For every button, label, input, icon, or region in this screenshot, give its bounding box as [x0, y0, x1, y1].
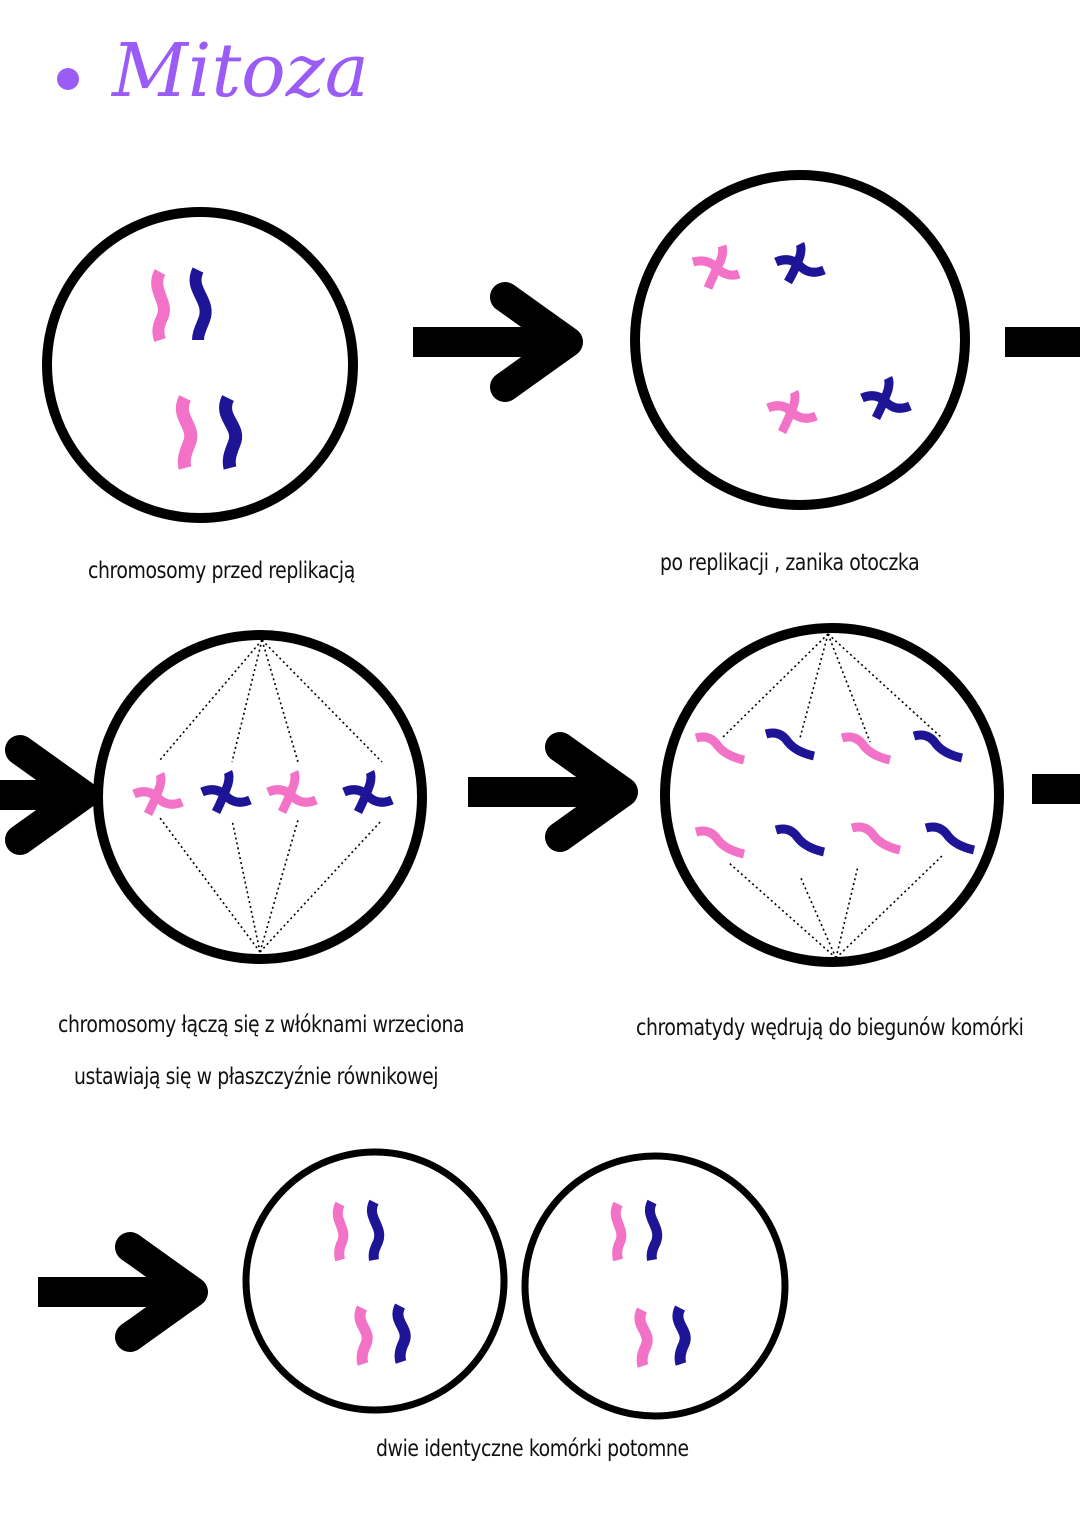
caption-stage-3-line-2: ustawiają się w płaszczyźnie równikowej — [74, 1064, 439, 1090]
chromosome-pink — [332, 1201, 349, 1262]
chromatid-pink — [694, 826, 746, 859]
chromosome-pink — [610, 1201, 627, 1262]
cell-metaphase — [93, 630, 427, 964]
daughter-cell-left — [242, 1148, 508, 1414]
replicated-chromosome-blue — [774, 241, 826, 285]
replicated-chromosome-pink — [766, 389, 818, 435]
chromosome-blue — [189, 267, 212, 341]
caption-stage-3-line-1: chromosomy łączą się z włóknami wrzecion… — [58, 1012, 465, 1038]
title-bullet — [57, 68, 79, 90]
cell-before-replication — [42, 207, 358, 523]
arrow-right-icon — [413, 282, 583, 402]
spindle-fibers — [159, 639, 383, 953]
caption-stage-2: po replikacji , zanika otoczka — [660, 550, 920, 576]
arrow-right-icon — [38, 1232, 208, 1352]
spindle-fibers — [721, 633, 943, 959]
chromosome-pink — [354, 1305, 373, 1366]
chromosome-pink — [175, 395, 198, 470]
arrow-right-icon — [468, 732, 638, 852]
chromatid-blue — [924, 822, 976, 855]
caption-stage-5: dwie identyczne komórki potomne — [376, 1436, 689, 1462]
cell-anaphase — [660, 623, 1004, 967]
chromatid-blue — [774, 824, 826, 857]
arrow-right-icon — [0, 735, 98, 855]
chromosome-blue — [645, 1199, 663, 1261]
replicated-chromosome-pink — [691, 244, 741, 290]
chromosome-blue — [219, 395, 243, 470]
chromatid-pink — [694, 732, 746, 765]
metaphase-chromosome-blue — [342, 769, 394, 815]
replicated-chromosome-blue — [860, 375, 912, 421]
caption-stage-4: chromatydy wędrują do biegunów komórki — [636, 1015, 1024, 1041]
chromatid-pink — [840, 732, 892, 765]
chromosome-blue — [392, 1303, 411, 1364]
chromosome-pink — [634, 1307, 653, 1368]
caption-stage-1: chromosomy przed replikacją — [88, 558, 355, 584]
page-title: Mitoza — [112, 28, 369, 114]
chromatid-blue — [912, 730, 964, 763]
cell-after-replication — [630, 170, 970, 510]
metaphase-chromosome-blue — [200, 769, 252, 815]
chromosome-blue — [672, 1305, 691, 1366]
chromatid-pink — [850, 822, 902, 855]
chromosome-pink — [151, 269, 170, 342]
chromatid-blue — [764, 728, 816, 761]
metaphase-chromosome-pink — [266, 769, 318, 815]
daughter-cell-right — [521, 1152, 789, 1420]
chromosome-blue — [367, 1199, 385, 1261]
metaphase-chromosome-pink — [132, 771, 184, 817]
